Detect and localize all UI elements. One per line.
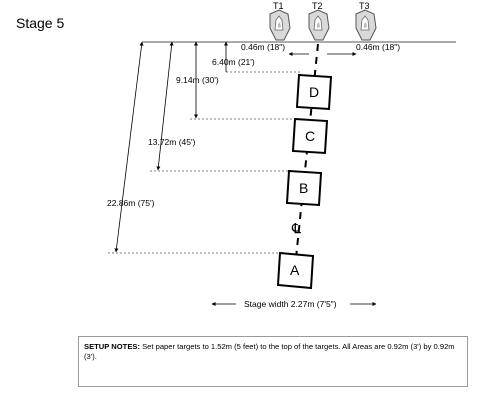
area-d-label: D — [309, 84, 319, 100]
setup-notes-heading: SETUP NOTES: — [84, 342, 140, 351]
stage-title: Stage 5 — [16, 15, 64, 31]
target-t1: T1 — [269, 1, 291, 41]
setup-notes-text: Set paper targets to 1.52m (5 feet) to t… — [84, 342, 455, 361]
spacing-right: 0.46m (18") — [327, 42, 400, 56]
centerline-symbol: ℄ — [291, 220, 301, 236]
area-c: C — [291, 117, 329, 155]
area-a-label: A — [290, 262, 300, 278]
distance-9-14: 9.14m (30') — [176, 41, 296, 120]
target-t3-label: T3 — [359, 1, 370, 11]
area-c-label: C — [305, 128, 315, 144]
stage-width-label: Stage width 2.27m (7'5") — [244, 299, 337, 309]
distance-6-40: 6.40m (21') — [212, 41, 300, 73]
target-t1-label: T1 — [273, 1, 284, 11]
distance-13-72: 13.72m (45') — [148, 41, 290, 172]
area-b-label: B — [299, 180, 308, 196]
setup-notes: SETUP NOTES: Set paper targets to 1.52m … — [78, 336, 468, 387]
distance-22-86-label: 22.86m (75') — [107, 198, 155, 208]
spacing-left: 0.46m (18") — [241, 42, 309, 56]
distance-9-14-label: 9.14m (30') — [176, 75, 219, 85]
distance-13-72-label: 13.72m (45') — [148, 137, 196, 147]
spacing-left-label: 0.46m (18") — [241, 42, 285, 52]
area-b: B — [285, 169, 323, 207]
target-t3: T3 — [355, 1, 377, 41]
distance-22-86: 22.86m (75') — [107, 41, 278, 254]
area-a: A — [276, 251, 315, 290]
stage-width: Stage width 2.27m (7'5") — [211, 299, 377, 309]
distance-6-40-label: 6.40m (21') — [212, 57, 255, 67]
spacing-right-label: 0.46m (18") — [356, 42, 400, 52]
target-t2-label: T2 — [312, 1, 323, 11]
target-t2: T2 — [308, 1, 330, 41]
area-d: D — [295, 73, 333, 111]
